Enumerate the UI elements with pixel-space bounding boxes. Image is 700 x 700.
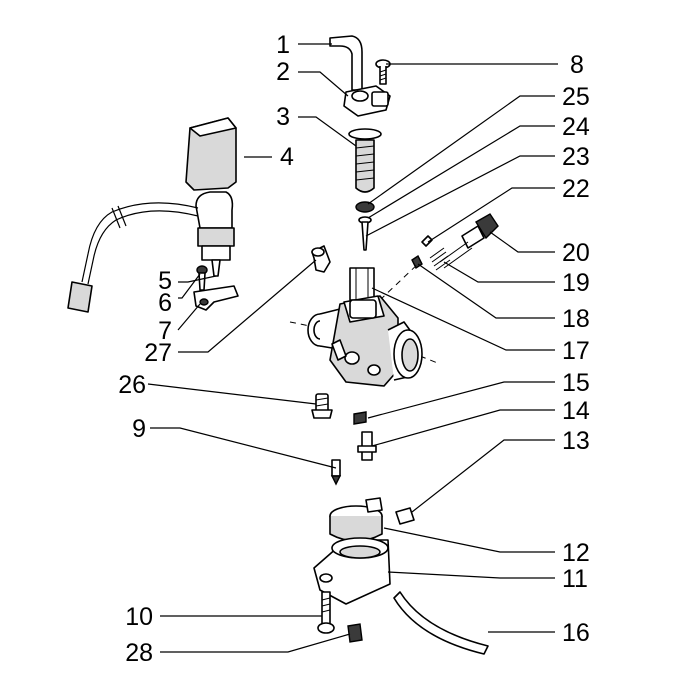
label-8: 8 <box>570 51 584 79</box>
part-20-adjust-screw <box>439 213 499 269</box>
part-26-jet-holder <box>311 393 333 419</box>
label-17: 17 <box>562 337 590 365</box>
part-9-float-needle <box>330 459 342 486</box>
part-4-cap <box>185 117 237 191</box>
part-16-tube <box>393 591 489 655</box>
part-27-elbow <box>311 245 331 273</box>
label-3: 3 <box>276 103 290 131</box>
part-19-spring <box>429 247 451 271</box>
label-24: 24 <box>562 113 590 141</box>
label-10: 10 <box>125 603 153 631</box>
label-28: 28 <box>125 639 153 667</box>
part-15-jet <box>353 411 367 425</box>
part-11-float-bowl <box>313 537 391 605</box>
label-9: 9 <box>132 415 146 443</box>
label-18: 18 <box>562 305 590 333</box>
label-4: 4 <box>280 143 294 171</box>
label-1: 1 <box>276 31 290 59</box>
label-5: 5 <box>158 267 172 295</box>
label-14: 14 <box>562 397 590 425</box>
label-26: 26 <box>118 371 146 399</box>
part-17-slide <box>349 267 375 301</box>
carburetor-body <box>289 261 441 387</box>
part-2-choke-housing <box>343 85 391 117</box>
label-7: 7 <box>158 317 172 345</box>
label-27: 27 <box>144 339 172 367</box>
part-28-drain-screw <box>347 623 363 643</box>
part-5-electric-choke <box>67 191 235 313</box>
label-19: 19 <box>562 269 590 297</box>
part-14-emulsion-tube <box>357 431 377 461</box>
label-2: 2 <box>276 58 290 86</box>
part-13-pin <box>395 507 415 525</box>
part-12-float <box>329 497 383 542</box>
label-6: 6 <box>158 289 172 317</box>
part-23-needle <box>361 221 369 251</box>
label-13: 13 <box>562 427 590 455</box>
part-1-fuel-tube <box>329 35 363 91</box>
label-23: 23 <box>562 143 590 171</box>
part-3-boot-spring <box>348 128 382 193</box>
part-10-bowl-screw <box>317 591 335 634</box>
label-11: 11 <box>562 565 588 593</box>
label-15: 15 <box>562 369 590 397</box>
part-labels: 1 2 3 4 5 6 7 8 9 10 11 12 13 14 15 16 1… <box>118 31 590 667</box>
leader-lines <box>147 43 558 653</box>
label-25: 25 <box>562 83 590 111</box>
part-7-bracket <box>193 285 239 311</box>
label-22: 22 <box>562 175 590 203</box>
label-12: 12 <box>562 539 590 567</box>
label-20: 20 <box>562 239 590 267</box>
label-16: 16 <box>562 619 590 647</box>
part-25-clip <box>355 201 375 213</box>
